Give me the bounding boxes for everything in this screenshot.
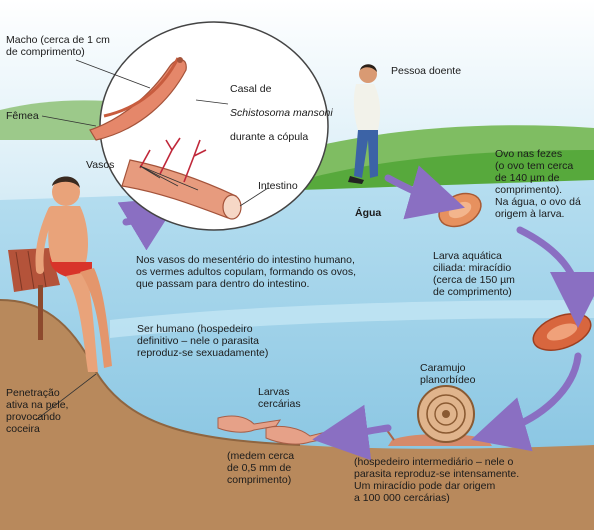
label-intestine: Intestino [258,180,298,192]
label-couple-line3: durante a cópula [230,131,333,143]
label-cercariae: Larvas cercárias [258,386,301,410]
label-sick-person: Pessoa doente [391,65,461,77]
label-miracidium: Larva aquática ciliada: miracídio (cerca… [433,250,515,298]
label-cercariae-size: (medem cerca de 0,5 mm de comprimento) [227,450,294,486]
label-intermediate-host: (hospedeiro intermediário – nele o paras… [354,456,519,504]
label-vessels: Vasos [86,159,114,171]
label-male: Macho (cerca de 1 cm de comprimento) [6,34,110,58]
label-human-host: Ser humano (hospedeiro definitivo – nele… [137,323,268,359]
label-egg: Ovo nas fezes (o ovo tem cerca de 140 µm… [495,148,581,220]
label-female: Fêmea [6,110,39,122]
label-couple: Casal de Schistosoma mansoni durante a c… [230,71,333,155]
label-water: Água [355,207,381,219]
label-couple-species: Schistosoma mansoni [230,107,333,119]
label-penetration: Penetração ativa na pele, provocando coc… [6,387,68,435]
label-snail: Caramujo planorbídeo [420,362,475,386]
label-mesentery: Nos vasos do mesentério do intestino hum… [136,254,356,290]
label-couple-line1: Casal de [230,83,333,95]
